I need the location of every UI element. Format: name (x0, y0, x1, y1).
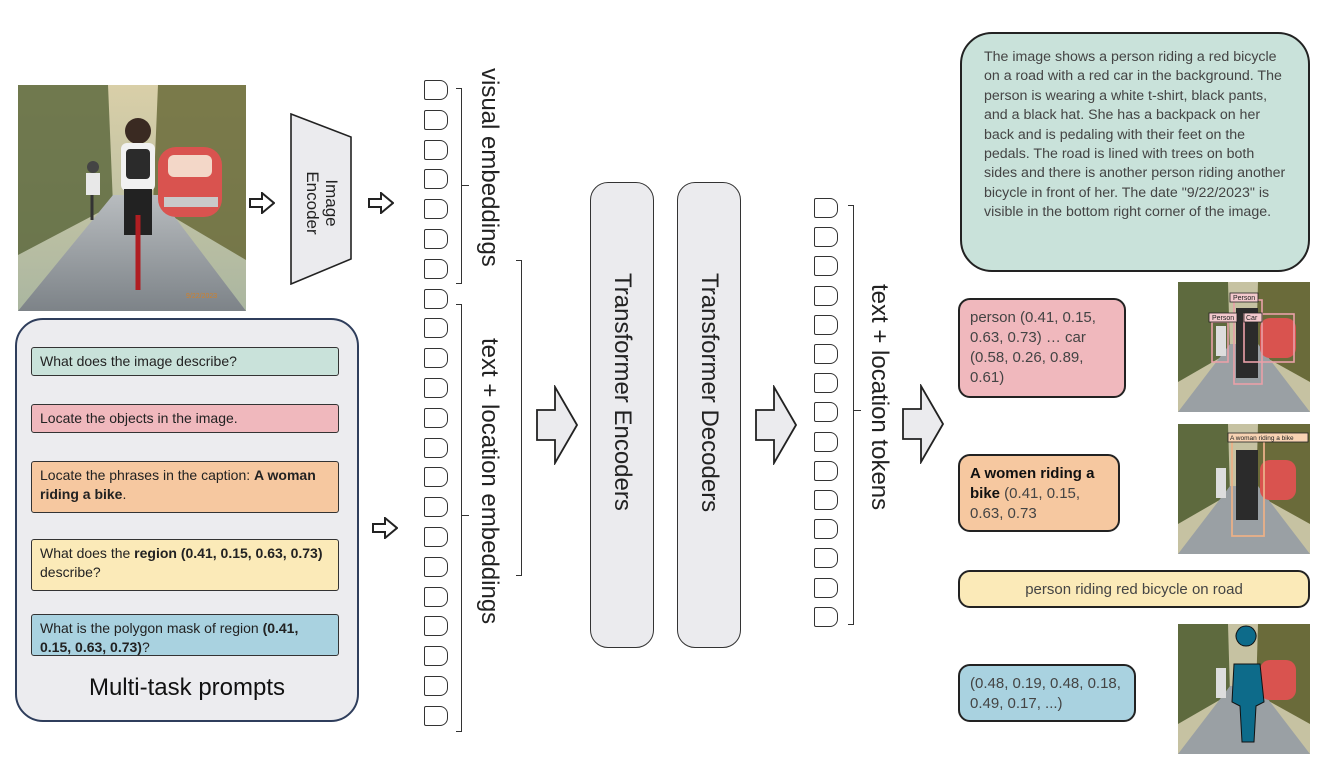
text-location-embeddings-bracket (456, 304, 462, 732)
text-location-embeddings-label: text + location embeddings (476, 338, 503, 625)
image-encoder-shape (290, 113, 352, 285)
token-box (424, 318, 448, 339)
token-box (424, 556, 448, 577)
token-box (424, 646, 448, 667)
prompt-region-caption: What does the region (0.41, 0.15, 0.63, … (31, 539, 339, 591)
token-box (814, 606, 838, 627)
image-encoder-label: Image Encoder (303, 171, 341, 235)
arrow-icon (368, 192, 394, 214)
detection-image: Person Person Car (1178, 282, 1310, 412)
text-location-tokens-label: text + location tokens (866, 284, 893, 511)
arrow-icon (536, 385, 578, 465)
token-box (814, 460, 838, 481)
token-box (814, 431, 838, 452)
detection-label-person: Person (1233, 295, 1255, 302)
grounding-output: A women riding a bike (0.41, 0.15, 0.63,… (958, 454, 1120, 532)
token-box (424, 676, 448, 696)
token-box (424, 348, 448, 369)
transformer-decoders-label: Transformer Decoders (696, 273, 723, 513)
token-box (424, 497, 448, 518)
visual-embeddings-label: visual embeddings (476, 68, 503, 267)
token-box (814, 548, 838, 569)
token-box (814, 490, 838, 510)
token-box (814, 198, 838, 218)
token-box (814, 344, 838, 364)
output-tokens-bracket (848, 205, 854, 625)
token-box (814, 373, 838, 394)
input-image-timestamp: 9/22/2023 (186, 293, 217, 300)
token-box (424, 407, 448, 428)
token-box (424, 139, 448, 160)
token-box (424, 378, 448, 398)
arrow-icon (372, 517, 398, 539)
prompt-detection: Locate the objects in the image. (31, 404, 339, 433)
token-box (814, 402, 838, 423)
token-box (424, 705, 448, 726)
output-token-column (814, 198, 840, 638)
bracket-tick (853, 410, 861, 412)
token-box (424, 199, 448, 220)
token-box (424, 80, 448, 100)
multi-task-prompts-panel: What does the image describe? Locate the… (15, 318, 359, 722)
arrow-icon (902, 384, 944, 464)
token-box (424, 437, 448, 458)
prompts-panel-title: Multi-task prompts (88, 674, 286, 701)
token-box (424, 527, 448, 547)
embeddings-group-bracket (516, 260, 522, 576)
prompt-polygon-mask: What is the polygon mask of region (0.41… (31, 614, 339, 656)
bracket-tick (461, 515, 469, 517)
token-box (814, 285, 838, 306)
token-box (814, 519, 838, 540)
token-box (424, 258, 448, 279)
bracket-tick (461, 185, 469, 187)
polygon-mask-image (1178, 624, 1310, 754)
token-box (814, 227, 838, 248)
detection-label-car: Car (1246, 315, 1258, 322)
transformer-decoders-box: Transformer Decoders (677, 182, 741, 648)
token-box (424, 616, 448, 637)
prompt-caption: What does the image describe? (31, 347, 339, 376)
detection-label-person: Person (1212, 315, 1234, 322)
embedding-token-column (424, 80, 450, 740)
token-box (814, 577, 838, 598)
token-box (424, 586, 448, 607)
token-box (424, 169, 448, 190)
token-box (424, 467, 448, 488)
arrow-icon (249, 192, 275, 214)
grounding-image: A woman riding a bike (1178, 424, 1310, 554)
arrow-icon (755, 385, 797, 465)
token-box (424, 229, 448, 249)
transformer-encoders-box: Transformer Encoders (590, 182, 654, 648)
prompt-phrase-grounding: Locate the phrases in the caption: A wom… (31, 461, 339, 513)
token-box (814, 314, 838, 335)
detection-output: person (0.41, 0.15, 0.63, 0.73) … car (0… (958, 298, 1126, 398)
token-box (424, 288, 448, 309)
caption-output: The image shows a person riding a red bi… (960, 32, 1310, 272)
polygon-output: (0.48, 0.19, 0.48, 0.18, 0.49, 0.17, ...… (958, 664, 1136, 722)
region-caption-output: person riding red bicycle on road (958, 570, 1310, 608)
input-image: 9/22/2023 (18, 85, 246, 311)
grounding-label: A woman riding a bike (1230, 435, 1294, 442)
token-box (424, 109, 448, 130)
transformer-encoders-label: Transformer Encoders (609, 273, 636, 511)
token-box (814, 256, 838, 277)
